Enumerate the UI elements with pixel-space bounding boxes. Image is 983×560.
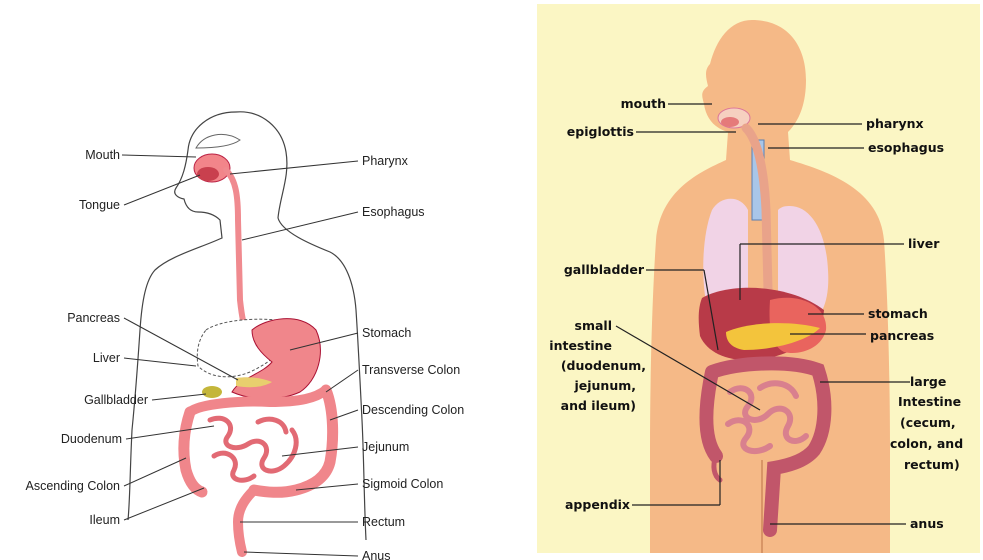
left-nasal-cavity [196,134,240,148]
right-label-pancreas: pancreas [870,328,934,343]
right-label-gallbladder: gallbladder [564,262,645,277]
left-tongue-dark [197,167,219,181]
right-label-esophagus: esophagus [868,140,944,155]
right-tongue [721,117,739,127]
left-label-esophagus: Esophagus [362,205,425,219]
right-label-liver: liver [908,236,940,251]
left-ascending-colon [184,412,202,492]
right-label-appendix: appendix [565,497,630,512]
right-label-large-1: large [910,374,946,389]
right-label-small-5: and ileum) [561,398,636,413]
right-label-small-4: jejunum, [573,378,636,393]
right-label-anus: anus [910,516,944,531]
left-esophagus [226,170,248,334]
right-label-small-1: small [575,318,612,333]
left-label-ascending-colon: Ascending Colon [25,479,120,493]
left-small-intestine [210,418,296,480]
left-label-stomach: Stomach [362,326,411,340]
left-label-jejunum: Jejunum [362,440,409,454]
left-rectum [238,490,254,552]
right-label-pharynx: pharynx [866,116,924,131]
left-label-sigmoid-colon: Sigmoid Colon [362,477,443,491]
left-label-anus: Anus [362,549,391,560]
right-label-large-5: rectum) [904,457,960,472]
left-label-descending-colon: Descending Colon [362,403,464,417]
right-label-large-3: (cecum, [900,415,956,430]
left-label-gallbladder: Gallbladder [84,393,148,407]
left-gallbladder [202,386,222,398]
right-label-mouth: mouth [621,96,666,111]
left-label-rectum: Rectum [362,515,405,529]
left-label-pancreas: Pancreas [67,311,120,325]
left-label-duodenum: Duodenum [61,432,122,446]
right-diagram: mouth epiglottis pharynx esophagus liver… [537,4,980,553]
left-label-mouth: Mouth [85,148,120,162]
left-label-ileum: Ileum [89,513,120,527]
left-diagram: Mouth Tongue Pharynx Esophagus Pancreas … [25,112,464,560]
left-label-pharynx: Pharynx [362,154,409,168]
right-label-large-4: colon, and [890,436,963,451]
right-label-stomach: stomach [868,306,928,321]
right-label-small-2: intestine [549,338,612,353]
left-label-tongue: Tongue [79,198,120,212]
right-label-small-3: (duodenum, [561,358,646,373]
right-label-large-2: Intestine [898,394,961,409]
left-head-back [236,112,287,218]
left-label-transverse-colon: Transverse Colon [362,363,460,377]
right-label-epiglottis: epiglottis [567,124,634,139]
left-label-liver: Liver [93,351,120,365]
